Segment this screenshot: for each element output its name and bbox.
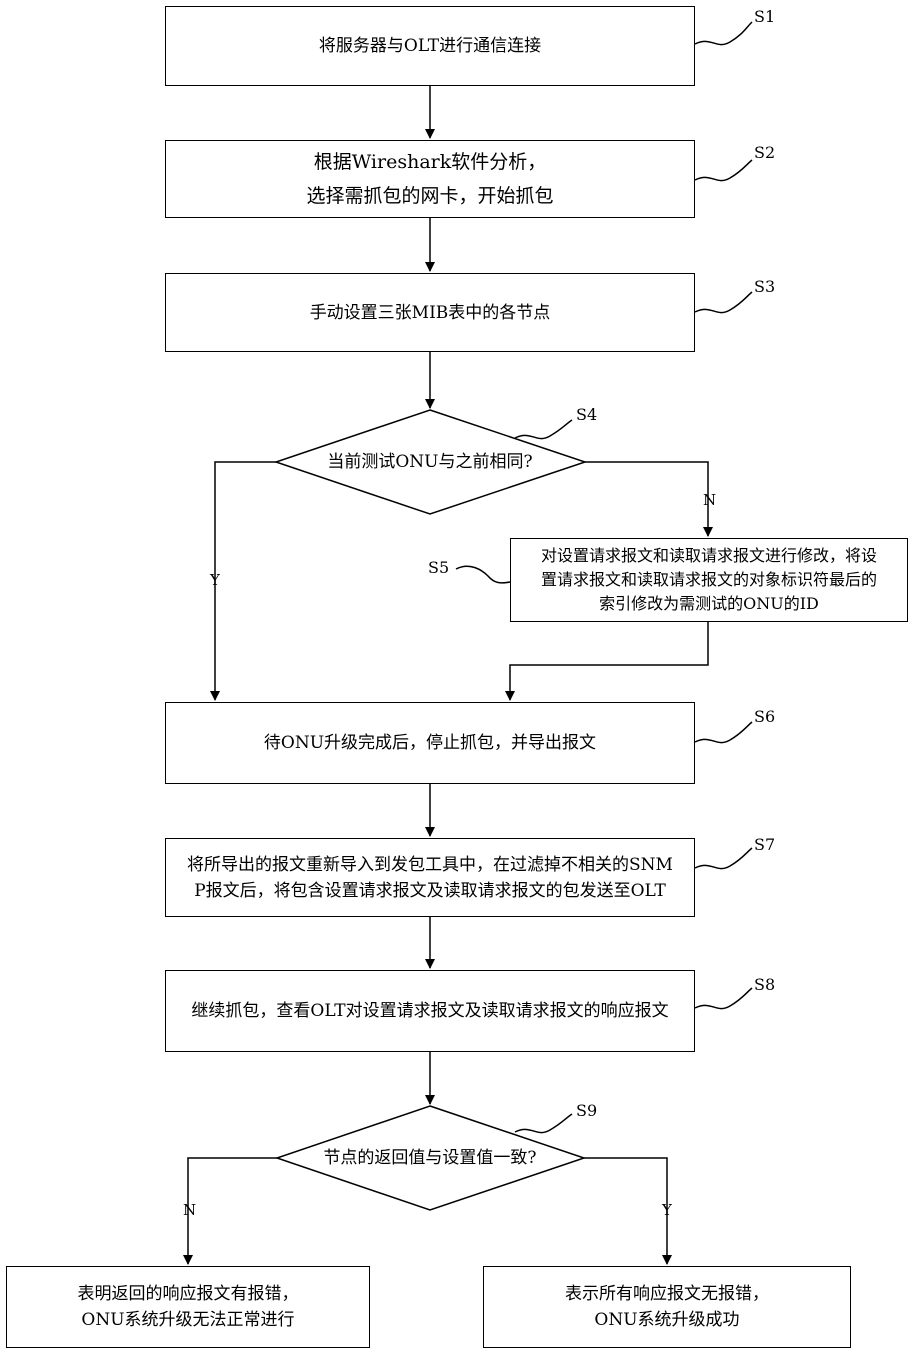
process-s3: 手动设置三张MIB表中的各节点 [165, 273, 695, 352]
step-label-s4: S4 [576, 406, 597, 424]
step-label-s8: S8 [754, 976, 775, 994]
process-s2: 根据Wireshark软件分析， 选择需抓包的网卡，开始抓包 [165, 140, 695, 218]
process-s1-text: 将服务器与OLT进行通信连接 [319, 33, 541, 59]
step-label-s2: S2 [754, 144, 775, 162]
process-s5: 对设置请求报文和读取请求报文进行修改，将设 置请求报文和读取请求报文的对象标识符… [510, 538, 908, 622]
outcome-success: 表示所有响应报文无报错， ONU系统升级成功 [483, 1266, 851, 1348]
leader-s7 [695, 848, 752, 869]
arrow-s9-no [188, 1158, 277, 1264]
outcome-success-line2: ONU系统升级成功 [565, 1307, 769, 1333]
leader-s1 [695, 22, 752, 45]
leader-s9 [515, 1114, 572, 1133]
process-s5-line2: 置请求报文和读取请求报文的对象标识符最后的 [541, 568, 877, 592]
process-s2-line1: 根据Wireshark软件分析， [306, 145, 553, 179]
process-s8-text: 继续抓包，查看OLT对设置请求报文及读取请求报文的响应报文 [191, 998, 668, 1024]
leader-s5 [456, 566, 510, 583]
arrow-s4-yes [215, 462, 276, 700]
process-s6-text: 待ONU升级完成后，停止抓包，并导出报文 [264, 730, 596, 756]
process-s1: 将服务器与OLT进行通信连接 [165, 6, 695, 86]
branch-label-s9-yes: Y [662, 1202, 672, 1218]
outcome-fail: 表明返回的响应报文有报错， ONU系统升级无法正常进行 [6, 1266, 370, 1348]
branch-label-s9-no: N [183, 1202, 196, 1218]
leader-s3 [695, 292, 752, 313]
step-label-s9: S9 [576, 1102, 597, 1120]
decision-s9-text: 节点的返回值与设置值一致? [300, 1147, 560, 1169]
decision-s4-text: 当前测试ONU与之前相同? [300, 451, 560, 473]
leader-s8 [695, 988, 752, 1009]
process-s7: 将所导出的报文重新导入到发包工具中，在过滤掉不相关的SNM P报文后，将包含设置… [165, 838, 695, 917]
process-s5-line1: 对设置请求报文和读取请求报文进行修改，将设 [541, 544, 877, 568]
arrow-s4-no [585, 462, 708, 536]
leader-s4 [515, 420, 572, 439]
step-label-s3: S3 [754, 278, 775, 296]
process-s2-line2: 选择需抓包的网卡，开始抓包 [306, 179, 553, 213]
arrow-s5-s6 [510, 622, 708, 700]
outcome-fail-line2: ONU系统升级无法正常进行 [78, 1307, 299, 1333]
leader-s6 [695, 722, 752, 743]
leader-s2 [695, 160, 752, 181]
outcome-success-line1: 表示所有响应报文无报错， [565, 1281, 769, 1307]
step-label-s1: S1 [754, 8, 775, 26]
branch-label-s4-yes: Y [210, 572, 220, 588]
process-s8: 继续抓包，查看OLT对设置请求报文及读取请求报文的响应报文 [165, 970, 695, 1052]
process-s7-line1: 将所导出的报文重新导入到发包工具中，在过滤掉不相关的SNM [187, 852, 673, 878]
step-label-s6: S6 [754, 708, 775, 726]
process-s6: 待ONU升级完成后，停止抓包，并导出报文 [165, 702, 695, 784]
step-label-s5: S5 [428, 559, 449, 577]
arrow-s9-yes [584, 1158, 667, 1264]
outcome-fail-line1: 表明返回的响应报文有报错， [78, 1281, 299, 1307]
process-s3-text: 手动设置三张MIB表中的各节点 [310, 300, 551, 326]
process-s7-line2: P报文后，将包含设置请求报文及读取请求报文的包发送至OLT [187, 878, 673, 904]
step-label-s7: S7 [754, 836, 775, 854]
branch-label-s4-no: N [703, 492, 716, 508]
process-s5-line3: 索引修改为需测试的ONU的ID [541, 592, 877, 616]
